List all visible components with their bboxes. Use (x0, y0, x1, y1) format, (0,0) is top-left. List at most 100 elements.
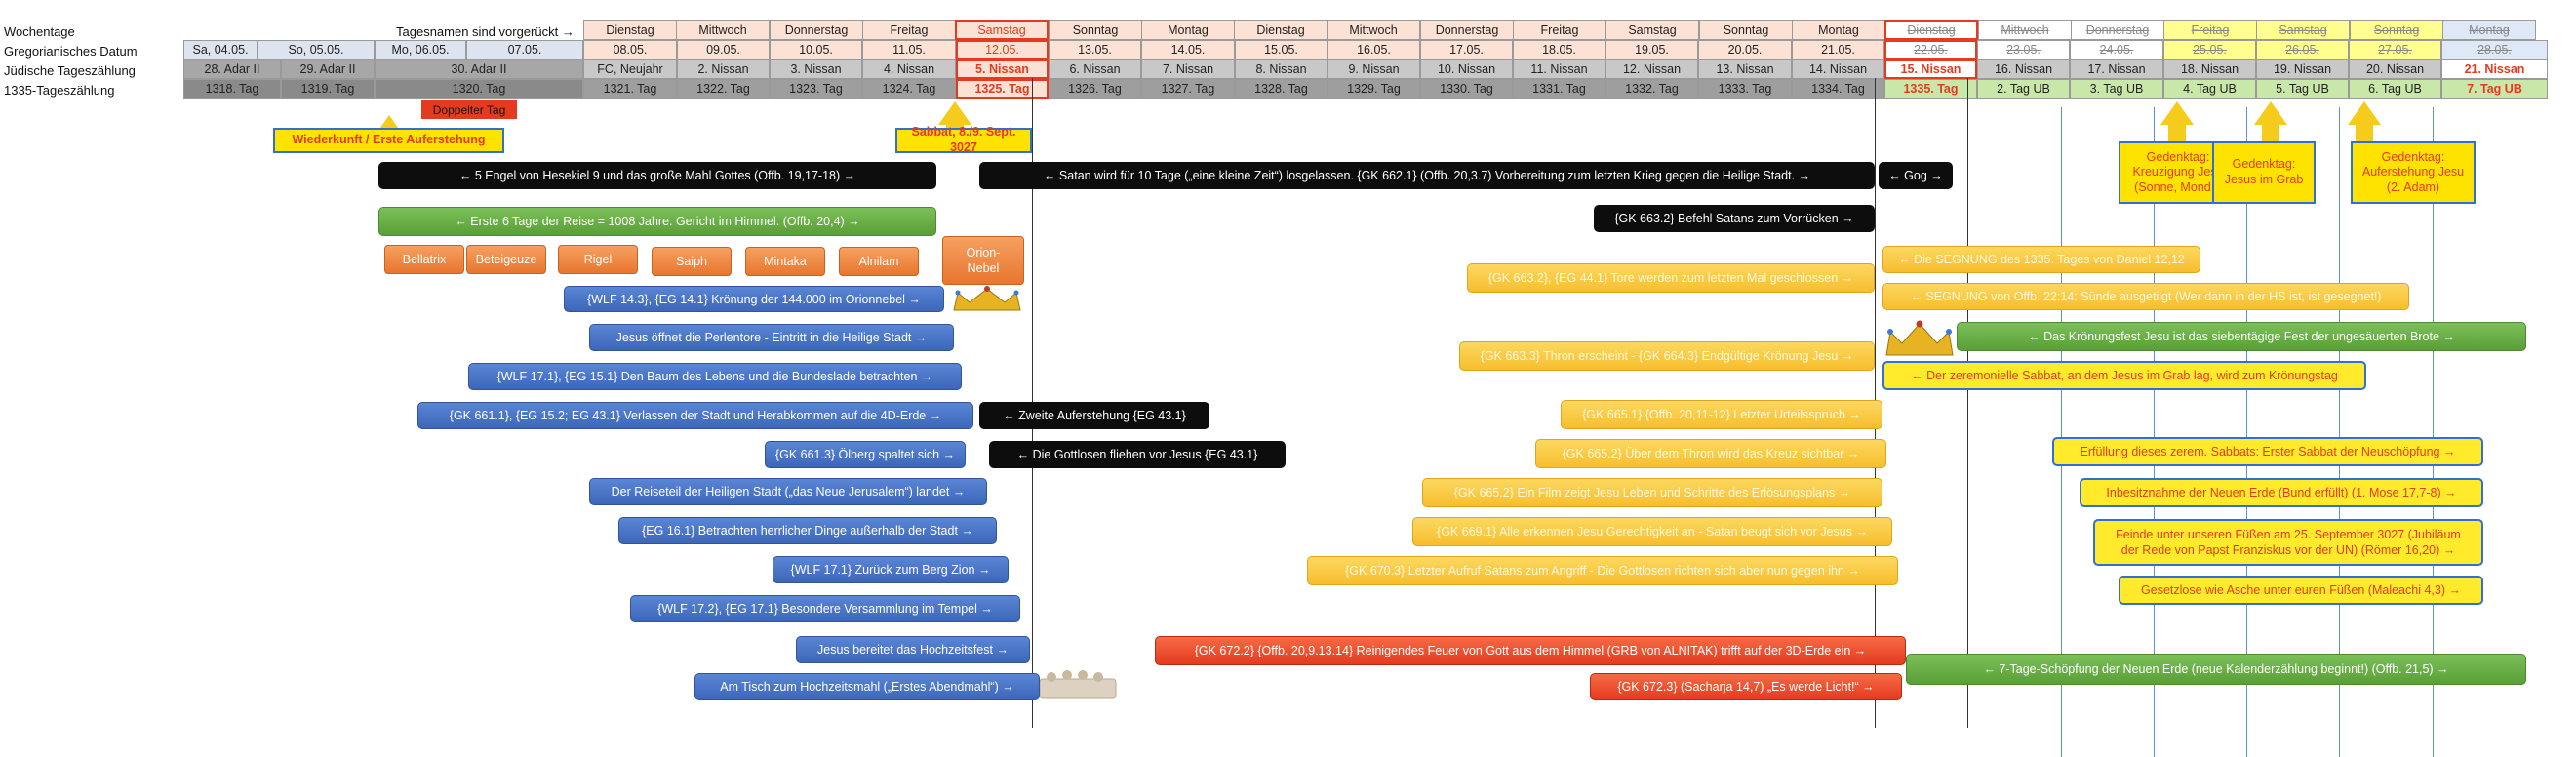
weekday-cell: Mittwoch (676, 20, 770, 40)
jewish-date-cell: 28. Adar II (183, 60, 281, 79)
jewish-date-cell: FC, Neujahr (583, 60, 677, 79)
weekday-cell: Montag (1141, 20, 1235, 40)
day-count-cell: 1329. Tag (1328, 79, 1420, 99)
day-count-cell: 3. Tag UB (2070, 79, 2163, 99)
event-bar-hochzeitsfest: Jesus bereitet das Hochzeitsfest → (796, 636, 1030, 663)
gregorian-date-cell: 21.05. (1792, 40, 1884, 60)
timeline-divider (1967, 78, 1968, 728)
gregorian-date-cell: 25.05. (2163, 40, 2256, 60)
event-bar-schoepfung: ← 7-Tage-Schöpfung der Neuen Erde (neue … (1906, 654, 2526, 685)
weekday-cell: Freitag (862, 20, 956, 40)
weekday-cell: Sonntag (1049, 20, 1142, 40)
timeline-divider (2061, 107, 2062, 757)
star-rigel: Rigel (558, 245, 638, 274)
event-bar-gesetzlose: Gesetzlose wie Asche unter euren Füßen (… (2119, 576, 2483, 605)
arrow-up-icon (2348, 101, 2381, 125)
day-count-cell: 1318. Tag (183, 79, 281, 99)
timeline-divider (2246, 107, 2247, 757)
event-bar-engel: ← 5 Engel von Hesekiel 9 und das große M… (378, 162, 936, 189)
supper-table-image (1039, 670, 1117, 699)
day-count-cell: 1325. Tag (956, 79, 1049, 99)
gregorian-date-cell: 10.05. (770, 40, 862, 60)
timeline-diagram: Wochentage Gregorianisches Datum Jüdisch… (4, 20, 2548, 99)
day-count-cell: 7. Tag UB (2441, 79, 2548, 99)
callout-gedenktag-auferstehung: Gedenktag: Auferstehung Jesu (2. Adam) (2351, 141, 2476, 204)
gregorian-date-cell: 22.05. (1884, 40, 1977, 60)
day-count-cell: 1321. Tag (583, 79, 677, 99)
weekday-cell: Samstag (2256, 20, 2350, 40)
weekday-cell: Mittwoch (1978, 20, 2072, 40)
jewish-date-cell: 10. Nissan (1420, 60, 1513, 79)
jewish-date-cell: 9. Nissan (1328, 60, 1420, 79)
day-count-cell: 1335. Tag (1884, 79, 1977, 99)
weekday-cell: Sonntag (2350, 20, 2443, 40)
gregorian-date-cell: 27.05. (2349, 40, 2441, 60)
weekday-cell: Donnerstag (2071, 20, 2164, 40)
timeline-divider (2433, 107, 2434, 757)
gregorian-date-cell: 23.05. (1977, 40, 2070, 60)
weekday-cell: Samstag (955, 20, 1049, 40)
jewish-date-cell: 6. Nissan (1049, 60, 1141, 79)
gregorian-date-cell: Mo, 06.05. (375, 40, 466, 60)
gregorian-date-cell: 13.05. (1049, 40, 1141, 60)
row-label-jewish: Jüdische Tageszählung (4, 63, 136, 78)
jewish-date-cell: 12. Nissan (1605, 60, 1698, 79)
day-count-cell: 1328. Tag (1235, 79, 1328, 99)
jewish-date-cell: 20. Nissan (2349, 60, 2441, 79)
row-label-1335: 1335-Tageszählung (4, 83, 115, 98)
event-bar-wlf171: {WLF 17.1}, {EG 15.1} Den Baum des Leben… (468, 363, 962, 390)
day-count-cell: 1333. Tag (1698, 79, 1792, 99)
row-label-gregorian: Gregorianisches Datum (4, 44, 138, 59)
gregorian-date-cell: So, 05.05. (258, 40, 375, 60)
jewish-date-cell: 13. Nissan (1698, 60, 1792, 79)
event-bar-zeremoniell: ← Der zeremonielle Sabbat, an dem Jesus … (1882, 361, 2366, 390)
event-bar-inbesitznahme: Inbesitznahme der Neuen Erde (Bund erfül… (2080, 478, 2483, 507)
day-count-cell: 1330. Tag (1420, 79, 1513, 99)
jewish-date-cell: 3. Nissan (770, 60, 862, 79)
day-count-cell: 1319. Tag (281, 79, 375, 99)
weekday-note: Tagesnamen sind vorgerückt → (396, 24, 575, 39)
timeline-divider (2339, 107, 2340, 757)
jewish-date-cell: 7. Nissan (1141, 60, 1235, 79)
weekday-cell: Freitag (1513, 20, 1606, 40)
event-bar-feinde: Feinde unter unseren Füßen am 25. Septem… (2093, 519, 2483, 566)
day-count-cell: 1322. Tag (677, 79, 770, 99)
gregorian-date-cell: 08.05. (583, 40, 677, 60)
event-bar-wlf171b: {WLF 17.1} Zurück zum Berg Zion → (773, 556, 1009, 583)
event-bar-gk6722: {GK 672.2} {Offb. 20,9.13.14} Reinigende… (1155, 636, 1906, 665)
star-mintaka: Mintaka (745, 247, 825, 276)
gregorian-date-cell: 24.05. (2070, 40, 2163, 60)
gregorian-date-cell: Sa, 04.05. (183, 40, 258, 60)
arrow-up-icon (2262, 124, 2279, 141)
day-count-cell: 1331. Tag (1513, 79, 1605, 99)
arrow-up-icon (2356, 124, 2373, 141)
event-bar-gk6652b: {GK 665.2} Ein Film zeigt Jesu Leben und… (1422, 478, 1882, 507)
event-bar-segnung1335: ← Die SEGNUNG des 1335. Tages von Daniel… (1882, 246, 2200, 273)
jewish-date-cell: 21. Nissan (2441, 60, 2548, 79)
callout-gedenktag-grab: Gedenktag: Jesus im Grab (2212, 141, 2316, 204)
arrow-up-icon (2168, 124, 2186, 141)
event-bar-abendmahl: Am Tisch zum Hochzeitsmahl („Erstes Aben… (694, 673, 1040, 700)
gregorian-date-cell: 20.05. (1698, 40, 1792, 60)
day-count-cell: 1326. Tag (1049, 79, 1141, 99)
weekday-cell: Montag (1792, 20, 1885, 40)
callout-sabbat: Sabbat, 8./9. Sept. 3027 (895, 125, 1032, 154)
jewish-date-cell: 17. Nissan (2070, 60, 2163, 79)
day-count-cell: 6. Tag UB (2349, 79, 2441, 99)
event-bar-reise: ← Erste 6 Tage der Reise = 1008 Jahre. G… (378, 207, 936, 236)
gregorian-date-cell: 28.05. (2441, 40, 2548, 60)
jewish-date-cell: 8. Nissan (1235, 60, 1328, 79)
orion-nebula-box: Orion- Nebel (942, 236, 1024, 285)
event-bar-gk6723: {GK 672.3} (Sacharja 14,7) „Es werde Lic… (1590, 673, 1902, 700)
event-bar-eg161: {EG 16.1} Betrachten herrlicher Dinge au… (618, 517, 997, 544)
gregorian-date-cell: 15.05. (1235, 40, 1328, 60)
event-bar-wlf143: {WLF 14.3}, {EG 14.1} Krönung der 144.00… (564, 286, 944, 312)
day-count-cell: 2. Tag UB (1977, 79, 2070, 99)
jewish-date-cell: 14. Nissan (1792, 60, 1884, 79)
day-count-cell: 1332. Tag (1605, 79, 1698, 99)
event-bar-gk6651: {GK 665.1} {Offb. 20,11-12} Letzter Urte… (1561, 400, 1882, 429)
doppelter-tag-label: Doppelter Tag (421, 100, 517, 119)
callout-wiederkunft: Wiederkunft / Erste Auferstehung (273, 128, 504, 153)
gregorian-date-cell: 14.05. (1141, 40, 1235, 60)
jewish-date-cell: 19. Nissan (2256, 60, 2349, 79)
